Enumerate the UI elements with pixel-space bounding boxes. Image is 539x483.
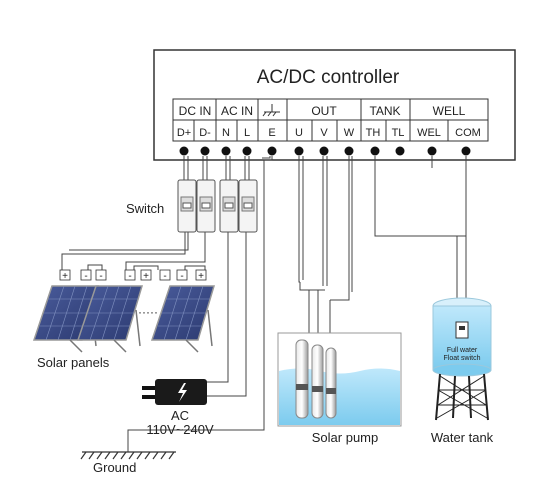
float-switch-label: Float switch: [444, 355, 481, 362]
terminal-w: W: [344, 127, 355, 139]
group-well: WELL: [433, 104, 466, 118]
earth-ground-icon: [80, 451, 176, 460]
polarity-minus: -: [180, 271, 183, 282]
terminal-n: N: [222, 127, 230, 139]
controller-box: AC/DC controller DC IN AC IN OUT TANK WE…: [153, 49, 516, 161]
polarity-plus: +: [143, 271, 149, 282]
switch-block-dc: [177, 179, 216, 233]
switch-block-ac: [219, 179, 258, 233]
group-dc-in: DC IN: [179, 104, 212, 118]
solar-panel-3: [150, 285, 216, 353]
panel-ellipsis: ·····: [138, 305, 158, 319]
solar-pump-label: Solar pump: [312, 430, 378, 445]
polarity-plus: +: [198, 271, 204, 282]
ac-label: AC: [171, 408, 189, 423]
terminal-th: TH: [366, 127, 381, 139]
group-tank: TANK: [369, 104, 400, 118]
terminal-d-plus: D+: [177, 127, 191, 139]
polarity-minus: -: [163, 271, 166, 282]
terminal-u: U: [295, 127, 303, 139]
water-tank-label: Water tank: [431, 430, 494, 445]
full-water-label: Full water: [447, 347, 478, 354]
water-tank-icon: Full water Float switch: [432, 297, 492, 421]
terminal-screws: [179, 146, 471, 156]
pump-icon: [295, 339, 337, 419]
terminal-v: V: [320, 127, 328, 139]
solar-pump-well: [277, 332, 402, 427]
group-out: OUT: [311, 104, 337, 118]
solar-panels: + - - - + - - + ·····: [32, 269, 216, 353]
terminal-tl: TL: [392, 127, 405, 139]
polarity-minus: -: [99, 271, 102, 282]
voltage-label: 110V~240V: [146, 422, 214, 437]
terminal-l: L: [244, 127, 250, 139]
switch-label: Switch: [126, 201, 164, 216]
polarity-plus: +: [62, 271, 68, 282]
ground-symbol-icon: [262, 104, 280, 117]
terminal-wel: WEL: [417, 127, 441, 139]
polarity-minus: -: [84, 271, 87, 282]
group-ac-in: AC IN: [221, 104, 253, 118]
terminal-e: E: [268, 127, 275, 139]
solar-panel-2: [76, 285, 144, 353]
ground-label: Ground: [93, 460, 136, 475]
solar-panels-label: Solar panels: [37, 355, 110, 370]
controller-title: AC/DC controller: [257, 67, 400, 88]
terminal-com: COM: [455, 127, 481, 139]
polarity-minus: -: [128, 271, 131, 282]
terminal-d-minus: D-: [199, 127, 211, 139]
ac-plug-icon: [142, 379, 207, 405]
